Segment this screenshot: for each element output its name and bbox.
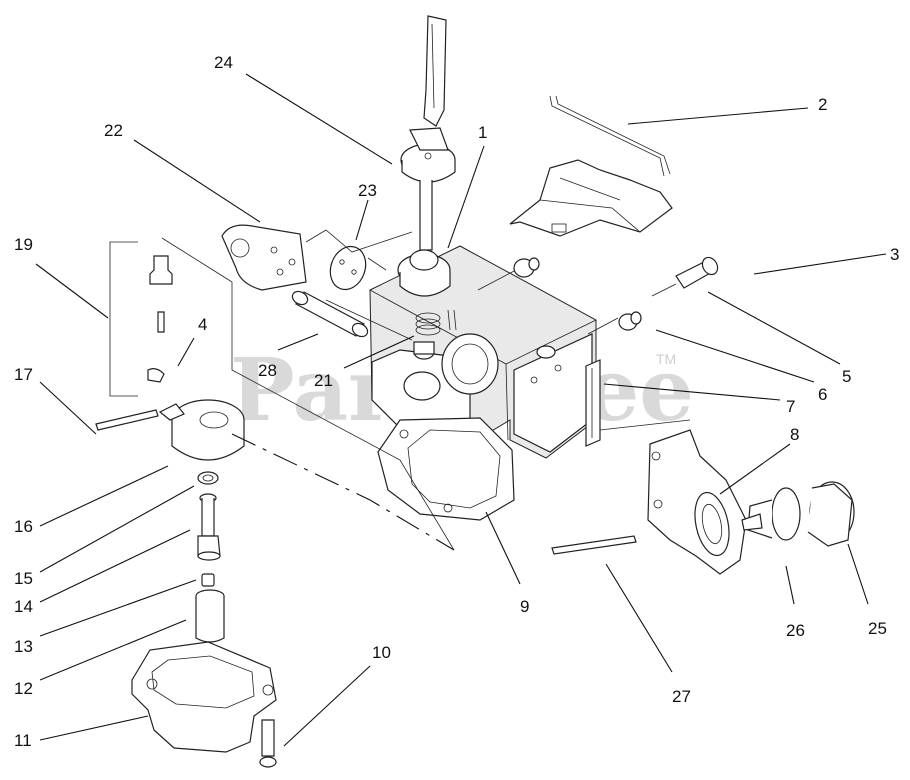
part-27-rod bbox=[551, 535, 637, 555]
part-8-plate bbox=[647, 429, 747, 575]
part-21-spring bbox=[415, 309, 457, 336]
part-15-o-ring bbox=[197, 471, 219, 485]
callout-5: 5 bbox=[842, 367, 851, 386]
callout-1: 1 bbox=[478, 123, 487, 142]
callout-9: 9 bbox=[520, 597, 529, 616]
part-14-main-jet bbox=[197, 493, 221, 561]
part-16-float bbox=[158, 399, 245, 461]
part-7-bracket bbox=[585, 359, 601, 447]
part-governor-bracket bbox=[509, 159, 673, 237]
part-26-fitting bbox=[741, 487, 801, 541]
callout-6: 6 bbox=[818, 385, 827, 404]
part-1-choke-shaft bbox=[397, 249, 451, 297]
callout-10: 10 bbox=[372, 643, 391, 662]
callout-26: 26 bbox=[786, 621, 805, 640]
part-13-jet bbox=[201, 573, 215, 587]
part-25-cap bbox=[807, 481, 855, 547]
part-23-choke-plate bbox=[329, 245, 367, 291]
part-28-tube bbox=[291, 290, 369, 338]
callout-13: 13 bbox=[14, 637, 33, 656]
part-17-pin bbox=[95, 409, 159, 431]
callout-16: 16 bbox=[14, 517, 33, 536]
part-24-choke-lever bbox=[400, 15, 456, 251]
callout-8: 8 bbox=[790, 425, 799, 444]
callout-25: 25 bbox=[868, 619, 887, 638]
callout-2: 2 bbox=[818, 95, 827, 114]
callout-23: 23 bbox=[358, 181, 377, 200]
part-19-kit bbox=[109, 241, 173, 397]
watermark-trademark: TM bbox=[656, 351, 676, 367]
carburetor-body bbox=[369, 245, 597, 459]
assembly-centerline bbox=[231, 433, 455, 551]
part-10-bolt bbox=[259, 719, 277, 768]
callout-19: 19 bbox=[14, 235, 33, 254]
callout-15: 15 bbox=[14, 569, 33, 588]
part-9-gasket bbox=[377, 417, 515, 521]
callout-24: 24 bbox=[214, 53, 233, 72]
leader-lines bbox=[35, 73, 887, 747]
callout-21: 21 bbox=[314, 371, 333, 390]
part-22-bracket bbox=[221, 224, 307, 291]
part-12-cylinder bbox=[195, 589, 225, 643]
part-5-screw bbox=[651, 256, 719, 297]
callout-numbers: 1 2 3 4 5 6 7 8 9 10 11 12 13 14 15 16 1… bbox=[14, 53, 899, 750]
callout-4: 4 bbox=[198, 315, 207, 334]
part-idle-screw bbox=[477, 257, 540, 291]
part-6-screw bbox=[587, 311, 642, 335]
callout-7: 7 bbox=[786, 397, 795, 416]
part-11-float-bowl bbox=[131, 641, 277, 753]
callout-17: 17 bbox=[14, 365, 33, 384]
callout-22: 22 bbox=[104, 121, 123, 140]
part-2-link-rod bbox=[549, 95, 671, 177]
callout-14: 14 bbox=[14, 597, 33, 616]
callout-12: 12 bbox=[14, 679, 33, 698]
assembly-lines bbox=[161, 229, 691, 551]
callout-27: 27 bbox=[672, 687, 691, 706]
callout-28: 28 bbox=[258, 361, 277, 380]
callout-11: 11 bbox=[14, 731, 32, 750]
callout-3: 3 bbox=[890, 245, 899, 264]
